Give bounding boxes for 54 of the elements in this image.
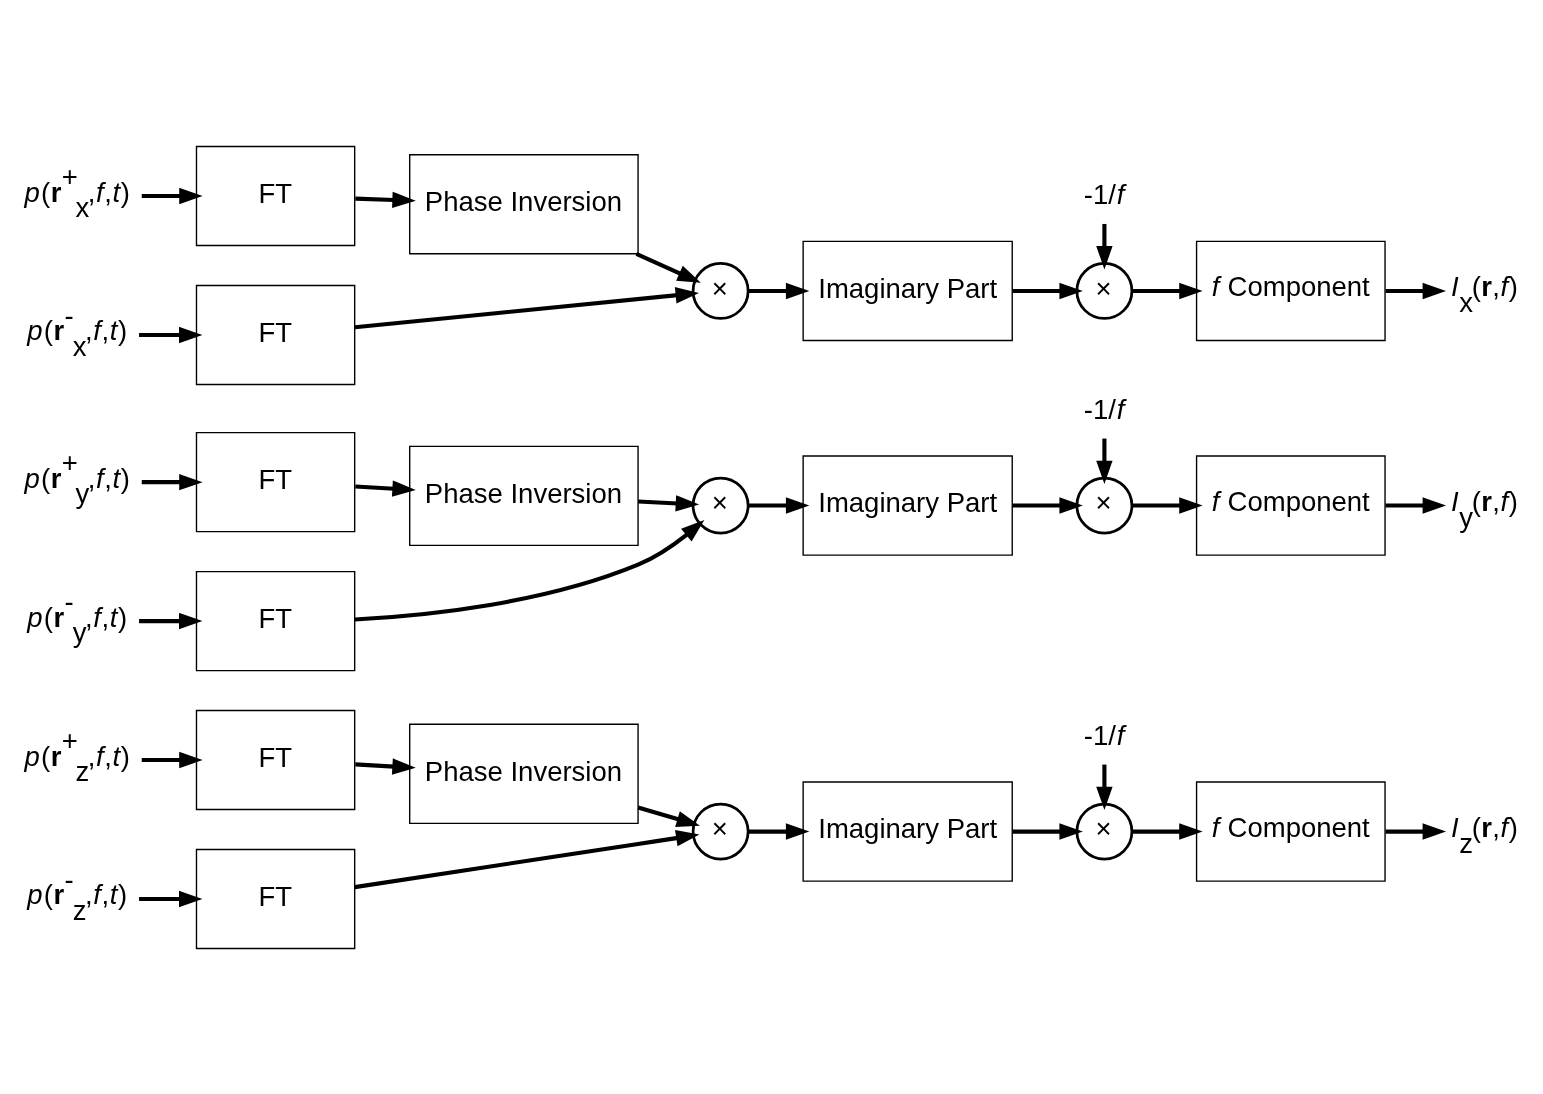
arrow (139, 326, 203, 343)
node-box: Imaginary Part (802, 454, 1013, 556)
node-box: FT (195, 145, 356, 246)
arrow (354, 286, 699, 329)
node-box: FT (195, 570, 356, 671)
node-circle: × (1075, 261, 1134, 320)
arrow (1385, 496, 1447, 514)
arrow (139, 612, 203, 629)
node-box: FT (195, 284, 356, 385)
arrow (748, 282, 810, 299)
node-circle: × (691, 802, 750, 860)
arrow (139, 890, 203, 907)
node-text: -1/f (1083, 719, 1125, 751)
node-box: f Component (1195, 780, 1386, 882)
node-circle: × (1075, 476, 1134, 534)
arrow (1132, 822, 1203, 840)
node-circle: × (691, 261, 750, 320)
arrow (637, 804, 700, 827)
arrow (1132, 282, 1203, 299)
arrow (1132, 496, 1203, 514)
arrow (1385, 822, 1447, 840)
arrow (354, 519, 705, 622)
node-box: Phase Inversion (409, 445, 639, 546)
node-box: Phase Inversion (409, 723, 639, 824)
node-box: FT (195, 848, 356, 949)
arrow (141, 473, 203, 490)
arrow (635, 251, 701, 283)
arrow (1096, 438, 1113, 484)
arrow (748, 822, 810, 840)
node-text: -1/f (1083, 393, 1125, 425)
arrow (638, 494, 700, 512)
arrow (355, 191, 416, 208)
node-box: f Component (1195, 454, 1386, 556)
arrow (141, 751, 203, 768)
node-circle: × (1075, 802, 1134, 860)
arrow (1096, 764, 1113, 810)
node-box: FT (195, 709, 356, 810)
node-box: Imaginary Part (802, 780, 1013, 882)
arrow (354, 829, 700, 889)
node-box: Phase Inversion (409, 153, 639, 254)
node-box: f Component (1195, 240, 1386, 341)
node-text: -1/f (1083, 178, 1125, 210)
node-circle: × (691, 476, 750, 534)
arrow (355, 757, 416, 775)
arrow (355, 479, 416, 497)
arrow (1385, 282, 1447, 299)
arrow (141, 187, 203, 204)
arrow (1012, 282, 1083, 299)
arrow (1012, 496, 1083, 514)
arrow (748, 496, 810, 514)
node-box: Imaginary Part (802, 240, 1013, 341)
arrow (1096, 223, 1113, 269)
node-box: FT (195, 431, 356, 532)
arrow (1012, 822, 1083, 840)
